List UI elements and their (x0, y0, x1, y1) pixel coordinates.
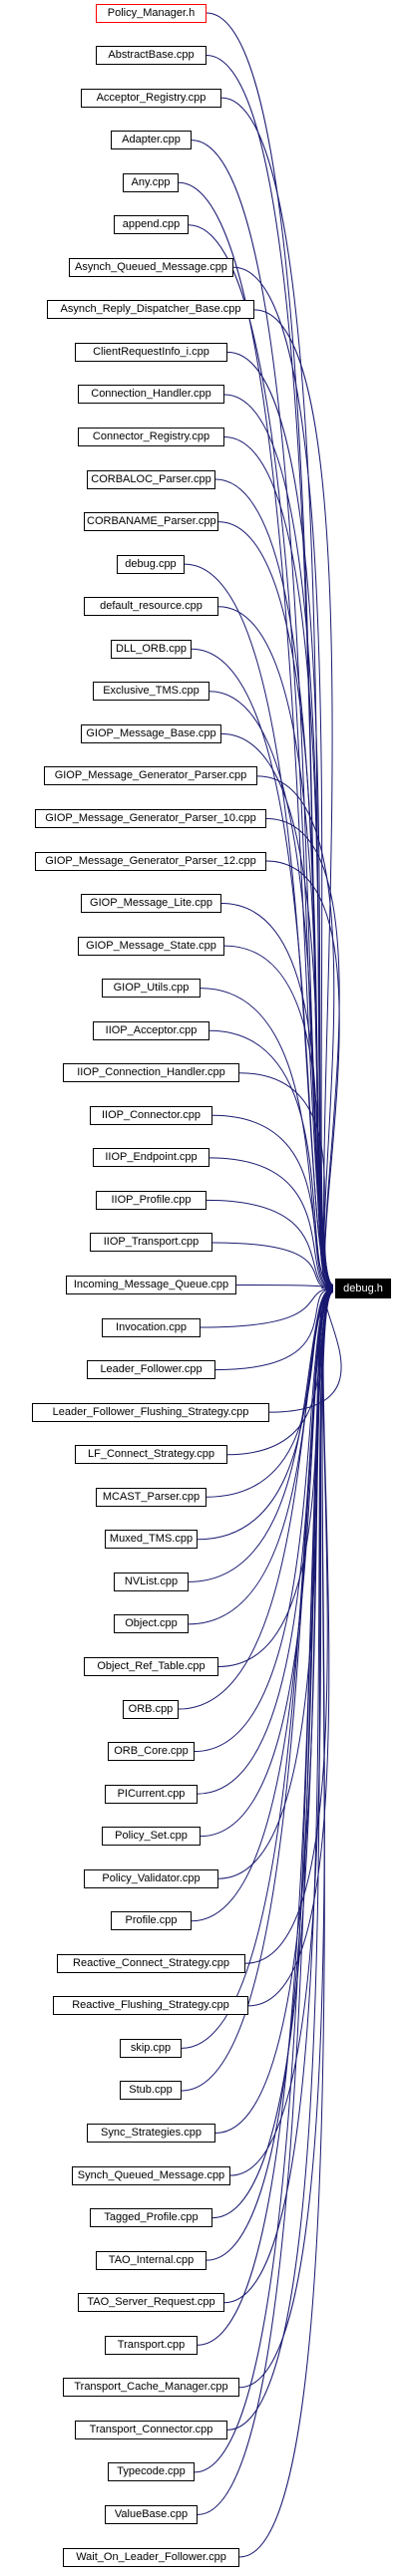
source-node[interactable]: Transport_Connector.cpp (75, 2421, 227, 2439)
source-node[interactable]: CORBANAME_Parser.cpp (84, 512, 218, 531)
source-node[interactable]: IIOP_Connector.cpp (90, 1106, 212, 1125)
source-node[interactable]: PICurrent.cpp (105, 1785, 198, 1804)
source-node[interactable]: DLL_ORB.cpp (111, 640, 192, 659)
source-node[interactable]: append.cpp (114, 215, 189, 234)
source-node[interactable]: Leader_Follower.cpp (87, 1360, 215, 1379)
dependency-edge (206, 1199, 334, 1291)
source-node[interactable]: GIOP_Utils.cpp (102, 979, 201, 998)
dependency-edge (200, 1286, 334, 1328)
target-node[interactable]: debug.h (335, 1279, 391, 1298)
source-node[interactable]: IIOP_Endpoint.cpp (93, 1148, 209, 1167)
source-node[interactable]: Acceptor_Registry.cpp (81, 89, 221, 108)
dependency-edge (178, 1287, 334, 1710)
source-node[interactable]: GIOP_Message_Generator_Parser.cpp (44, 766, 257, 785)
dependency-edge (211, 1114, 334, 1291)
source-node[interactable]: Reactive_Connect_Strategy.cpp (57, 1954, 245, 1973)
source-node[interactable]: GIOP_Message_State.cpp (78, 937, 224, 956)
source-node[interactable]: Leader_Follower_Flushing_Strategy.cpp (32, 1403, 269, 1422)
source-node[interactable]: Object.cpp (114, 1614, 189, 1633)
source-node[interactable]: Typecode.cpp (108, 2462, 195, 2481)
dependency-edge (214, 1286, 334, 1371)
dependency-edge (235, 1285, 334, 1291)
source-node[interactable]: Asynch_Queued_Message.cpp (69, 258, 233, 277)
dependency-edge (181, 1288, 334, 2092)
source-node[interactable]: Policy_Manager.h (96, 4, 207, 23)
source-node[interactable]: AbstractBase.cpp (96, 46, 207, 65)
source-node[interactable]: Exclusive_TMS.cpp (93, 682, 209, 701)
source-node[interactable]: Invocation.cpp (102, 1318, 201, 1337)
source-node[interactable]: NVList.cpp (114, 1573, 189, 1591)
source-node[interactable]: Transport_Cache_Manager.cpp (63, 2378, 239, 2397)
source-node[interactable]: ClientRequestInfo_i.cpp (75, 343, 227, 362)
source-node[interactable]: Connection_Handler.cpp (78, 385, 224, 404)
source-node[interactable]: TAO_Internal.cpp (96, 2251, 207, 2270)
source-node[interactable]: Incoming_Message_Queue.cpp (66, 1276, 236, 1294)
source-node[interactable]: CORBALOC_Parser.cpp (87, 470, 215, 489)
source-node[interactable]: GIOP_Message_Generator_Parser_12.cpp (35, 852, 266, 871)
dependency-edge (194, 1287, 334, 1753)
dependency-edge (197, 1287, 334, 1795)
source-node[interactable]: LF_Connect_Strategy.cpp (75, 1445, 227, 1464)
dependency-edge (238, 1072, 334, 1291)
source-node[interactable]: Wait_On_Leader_Follower.cpp (63, 2548, 239, 2567)
source-node[interactable]: ORB.cpp (123, 1700, 179, 1719)
source-node[interactable]: Synch_Queued_Message.cpp (72, 2166, 230, 2185)
source-node[interactable]: GIOP_Message_Base.cpp (81, 724, 221, 743)
dependency-edge (188, 1287, 334, 1625)
source-node[interactable]: Asynch_Reply_Dispatcher_Base.cpp (47, 300, 254, 319)
dependency-edge (197, 1288, 334, 2515)
source-node[interactable]: skip.cpp (120, 2039, 182, 2058)
source-node[interactable]: IIOP_Transport.cpp (90, 1233, 212, 1252)
dependency-edge (208, 1029, 334, 1291)
source-node[interactable]: ValueBase.cpp (105, 2505, 198, 2524)
dependency-edge (238, 1288, 334, 2558)
dependency-edge (265, 860, 340, 1290)
source-node[interactable]: Stub.cpp (120, 2081, 182, 2100)
source-node[interactable]: Policy_Validator.cpp (84, 1869, 218, 1888)
source-node[interactable]: Any.cpp (123, 173, 179, 192)
source-node[interactable]: IIOP_Acceptor.cpp (93, 1021, 209, 1040)
dependency-edge (188, 1286, 334, 1582)
source-node[interactable]: ORB_Core.cpp (108, 1742, 195, 1761)
dependency-edge (226, 1288, 334, 2431)
source-node[interactable]: Profile.cpp (111, 1911, 192, 1930)
source-node[interactable]: Adapter.cpp (111, 131, 192, 149)
source-node[interactable]: Muxed_TMS.cpp (105, 1530, 198, 1549)
source-node[interactable]: debug.cpp (117, 555, 185, 574)
source-node[interactable]: Object_Ref_Table.cpp (84, 1657, 218, 1676)
source-node[interactable]: TAO_Server_Request.cpp (78, 2293, 224, 2312)
source-node[interactable]: Sync_Strategies.cpp (87, 2124, 215, 2143)
source-node[interactable]: GIOP_Message_Lite.cpp (81, 894, 221, 913)
source-node[interactable]: IIOP_Profile.cpp (96, 1191, 207, 1210)
source-node[interactable]: Transport.cpp (105, 2336, 198, 2355)
dependency-edge (208, 1157, 334, 1291)
source-node[interactable]: Connector_Registry.cpp (78, 428, 224, 446)
source-node[interactable]: Policy_Set.cpp (102, 1827, 201, 1846)
source-node[interactable]: default_resource.cpp (84, 597, 218, 616)
dependency-edge (223, 1288, 334, 2304)
source-node[interactable]: Reactive_Flushing_Strategy.cpp (53, 1996, 248, 2015)
source-node[interactable]: IIOP_Connection_Handler.cpp (63, 1063, 239, 1082)
source-node[interactable]: Tagged_Profile.cpp (90, 2208, 212, 2227)
source-node[interactable]: GIOP_Message_Generator_Parser_10.cpp (35, 809, 266, 828)
source-node[interactable]: MCAST_Parser.cpp (96, 1488, 207, 1507)
